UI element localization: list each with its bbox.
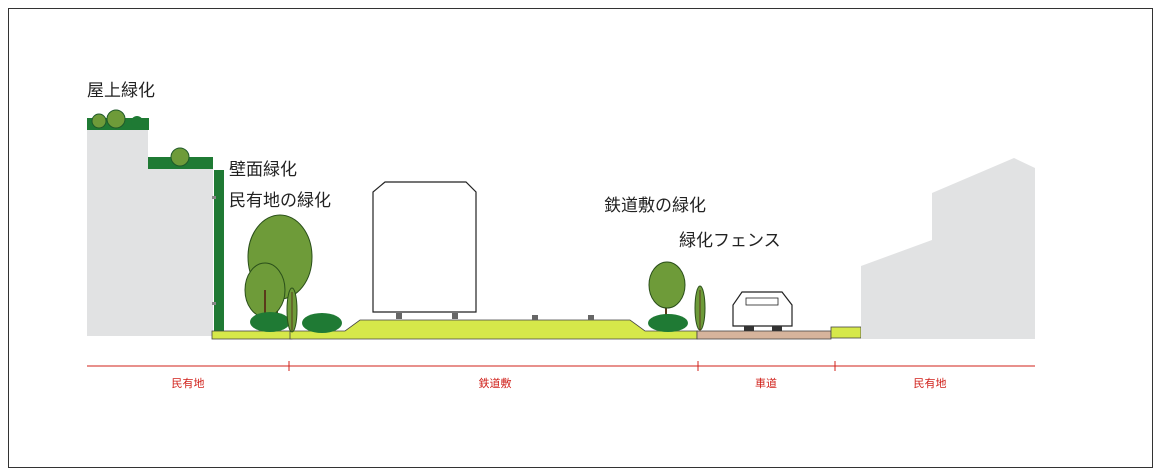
train xyxy=(372,181,477,319)
label-wall-greening: 壁面緑化 xyxy=(229,160,297,180)
rail-marker xyxy=(588,315,594,320)
ground-right-strip xyxy=(830,326,862,339)
road-surface xyxy=(696,330,832,340)
cross-section-diagram: 屋上緑化 壁面緑化 民有地の緑化 鉄道敷の緑化 緑化フェンス 民有地 鉄道敷 車… xyxy=(87,81,1035,390)
wall-greening-strip xyxy=(212,170,224,333)
right-building xyxy=(861,158,1035,339)
rail-marker xyxy=(532,315,538,320)
green-fence xyxy=(694,285,706,331)
zone-railway: 鉄道敷 xyxy=(479,376,512,390)
private-land-trees xyxy=(244,214,313,333)
left-building xyxy=(87,129,213,336)
railway-tree xyxy=(648,261,688,332)
label-roof-greening: 屋上緑化 xyxy=(87,81,155,101)
zone-private-right: 民有地 xyxy=(914,376,947,390)
label-green-fence: 緑化フェンス xyxy=(679,231,781,251)
zone-private-left: 民有地 xyxy=(172,376,205,390)
roof-greening-plants xyxy=(87,109,213,169)
railway-embankment xyxy=(289,319,698,340)
label-railway-greening: 鉄道敷の緑化 xyxy=(604,196,706,216)
zone-road: 車道 xyxy=(755,376,777,390)
ground-left-private xyxy=(211,330,293,340)
label-private-land-greening: 民有地の緑化 xyxy=(229,191,331,211)
car xyxy=(732,291,793,331)
railway-shrub-left xyxy=(302,313,342,333)
zone-divider-line xyxy=(87,361,1035,371)
